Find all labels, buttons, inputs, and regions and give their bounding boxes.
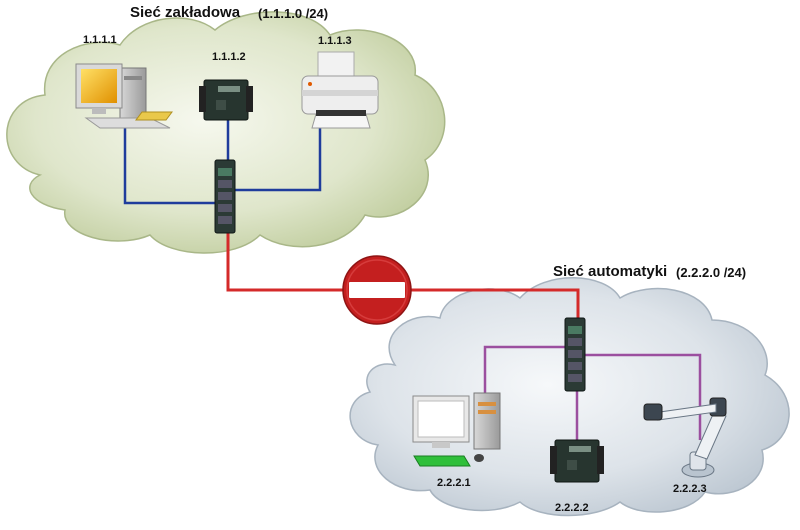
plant-network-subnet: (1.1.1.0 /24): [258, 6, 329, 21]
link-printer-to-switch: [232, 125, 322, 192]
automation-switch: [564, 317, 586, 392]
robot-arm-icon: [643, 397, 727, 478]
plant-printer-ip-label: 1.1.1.3: [318, 35, 352, 47]
plant-switch: [214, 159, 236, 234]
plant-network-title: Sieć zakładowa: [130, 4, 241, 21]
plant-pc-ip-label: 1.1.1.1: [83, 34, 117, 46]
automation-network-subnet: (2.2.2.0 /24): [676, 265, 747, 280]
link-pc-to-switch: [123, 115, 226, 205]
serial-device-server-icon: [550, 439, 604, 483]
plant-gateway-ip-label: 1.1.1.2: [212, 51, 246, 63]
automation-network-title: Sieć automatyki: [553, 263, 668, 280]
printer-icon: [301, 51, 379, 129]
automation-pc-ip-label: 2.2.2.1: [437, 477, 471, 489]
automation-robot-ip-label: 2.2.2.3: [673, 483, 707, 495]
automation-gateway-ip-label: 2.2.2.2: [555, 502, 589, 514]
serial-device-server-icon: [199, 79, 253, 121]
no-entry-icon: [342, 255, 412, 325]
link-pc-to-switch: [483, 345, 572, 395]
desktop-computer-icon: [412, 392, 501, 467]
desktop-computer-icon: [75, 63, 173, 129]
